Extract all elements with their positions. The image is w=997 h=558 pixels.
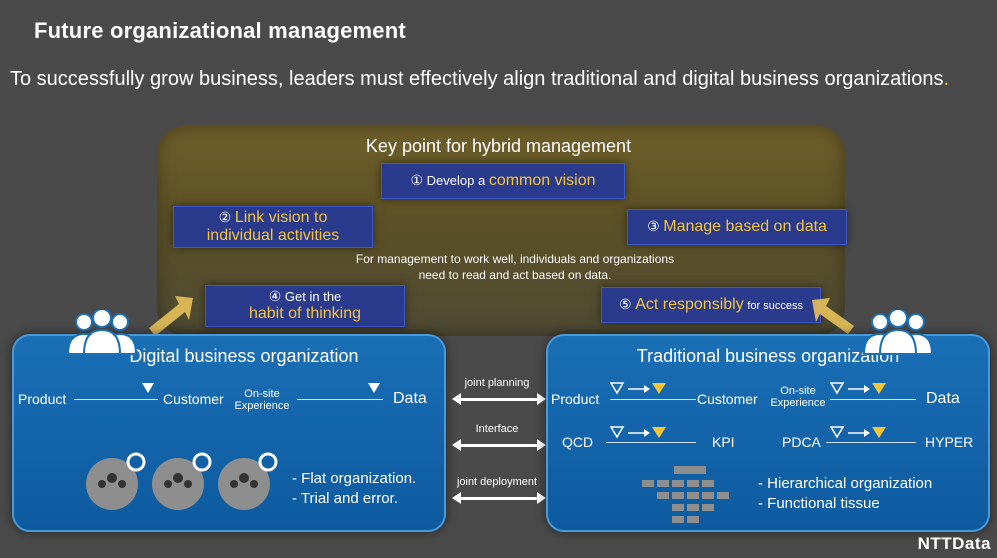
point-habit-thinking: ④ Get in the habit of thinking <box>205 285 405 327</box>
trad-customer-label: Customer <box>697 391 758 407</box>
traditional-bullets: - Hierarchical organization - Functional… <box>758 474 932 515</box>
digital-bullet-2: - Trial and error. <box>292 490 398 508</box>
trad-pdca-label: PDCA <box>782 434 821 450</box>
people-group-right-icon <box>862 310 934 355</box>
trad-flow-line-2 <box>830 399 916 400</box>
management-note: For management to work well, individuals… <box>300 252 730 283</box>
key-point-title: Key point for hybrid management <box>365 136 632 156</box>
point-act-responsibly: ⑤ Act responsibly for success <box>601 287 821 323</box>
trad-marker-4-icon <box>830 426 886 439</box>
traditional-bullet-1: - Hierarchical organization <box>758 475 933 492</box>
point-2-line1: ② Link vision to <box>218 208 328 226</box>
joint-planning-arrow-icon <box>452 393 546 405</box>
interface-label: Interface <box>475 423 519 435</box>
digital-marker-1-icon <box>142 383 154 393</box>
note-line-1: For management to work well, individuals… <box>355 252 675 266</box>
trad-marker-3-icon <box>610 426 666 439</box>
point-1-text: ① Develop a common vision <box>410 171 596 189</box>
digital-flow-line-1 <box>74 399 158 400</box>
joint-deployment-arrow-icon <box>452 492 546 504</box>
slide-subtitle: To successfully grow business, leaders m… <box>10 68 949 91</box>
trad-flow-line-4 <box>826 442 916 443</box>
point-4-line1: ④ Get in the <box>268 288 342 305</box>
digital-flow-line-2 <box>297 399 383 400</box>
trad-marker-1-icon <box>610 382 666 395</box>
people-group-icon <box>66 310 138 355</box>
point-5-text: ⑤ Act responsibly for success <box>619 295 803 313</box>
joint-planning-label: joint planning <box>464 377 530 389</box>
digital-bullets: - Flat organization. - Trial and error. <box>292 469 416 510</box>
point-link-vision: ② Link vision to individual activities <box>173 206 373 248</box>
trad-product-label: Product <box>551 391 600 407</box>
arrow-to-digital-icon <box>149 296 193 336</box>
arrow-to-traditional-icon <box>812 298 854 334</box>
trad-kpi-label: KPI <box>712 434 735 450</box>
trad-flow-line-3 <box>606 442 696 443</box>
point-manage-data: ③ Manage based on data <box>627 209 847 245</box>
point-4-line2: habit of thinking <box>248 305 362 323</box>
digital-bullet-1: - Flat organization. <box>292 470 417 487</box>
traditional-bullet-2: - Functional tissue <box>758 495 880 513</box>
agile-teams-icon <box>86 452 278 510</box>
joint-deployment-label: joint deployment <box>456 476 538 488</box>
digital-customer-label: Customer <box>163 391 224 407</box>
trad-flow-line-1 <box>610 399 696 400</box>
trad-qcd-label: QCD <box>562 434 594 450</box>
digital-data-label: Data <box>393 390 427 407</box>
trad-marker-2-icon <box>830 382 886 395</box>
point-2-line2: individual activities <box>206 227 340 244</box>
slide-title: Future organizational management <box>34 18 406 43</box>
point-common-vision: ① Develop a common vision <box>381 163 625 199</box>
trad-hyper-label: HYPER <box>925 434 974 450</box>
digital-marker-2-icon <box>368 383 380 393</box>
trad-data-label: Data <box>926 390 960 407</box>
org-chart-icon <box>642 466 729 523</box>
digital-product-label: Product <box>18 391 67 407</box>
traditional-org-title: Traditional business organization <box>636 346 900 366</box>
subtitle-text: To successfully grow business, leaders m… <box>10 68 944 90</box>
subtitle-period: . <box>943 68 950 90</box>
note-line-2: need to read and act based on data. <box>418 267 612 282</box>
ntt-data-logo: NTTData <box>917 534 991 553</box>
digital-org-title: Digital business organization <box>129 346 359 366</box>
point-3-text: ③ Manage based on data <box>647 217 827 235</box>
interface-arrow-icon <box>452 439 546 451</box>
